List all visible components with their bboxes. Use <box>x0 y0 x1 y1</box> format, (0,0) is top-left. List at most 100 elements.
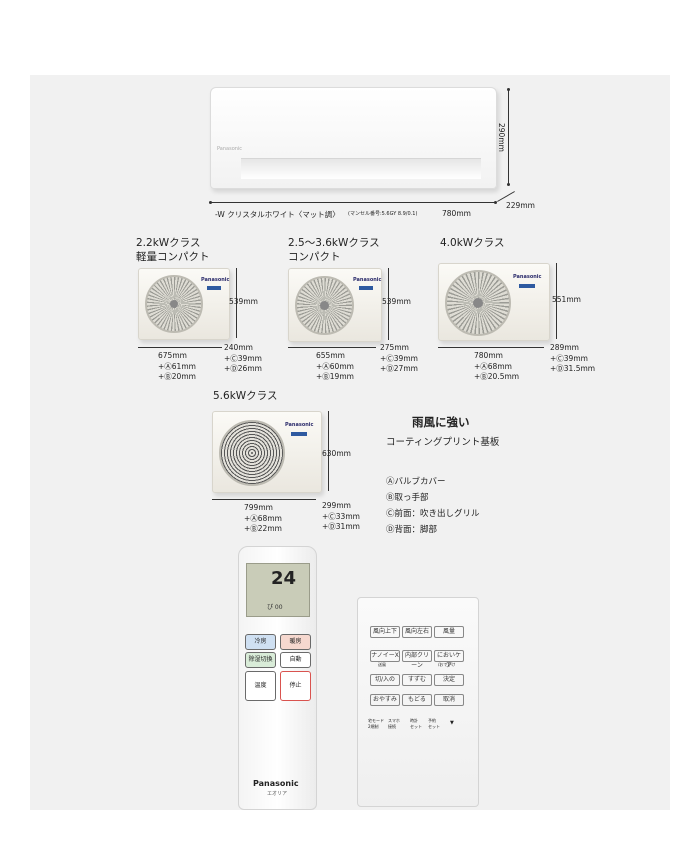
inner-button-1[interactable]: 風向上下 <box>370 626 400 638</box>
cool-button[interactable]: 冷房 <box>245 634 276 650</box>
unit3-height: 551mm <box>552 295 581 304</box>
unit2-badge <box>359 286 373 290</box>
fan-icon <box>445 270 511 336</box>
inner-button-12[interactable]: 取消 <box>434 694 464 706</box>
inner-label-2: /おでかけ <box>438 662 456 667</box>
unit4-height-line <box>328 411 329 491</box>
inner-button-2[interactable]: 風向左右 <box>402 626 432 638</box>
inner-label-1: 送風 <box>378 662 386 667</box>
unit3-add-d: +Ⓓ31.5mm <box>550 364 596 373</box>
inner-button-3[interactable]: 風量 <box>434 626 464 638</box>
dim-end-dot <box>507 88 510 91</box>
inner-label-7: 2規制 <box>368 724 379 729</box>
feature-subtitle: コーティングプリント基板 <box>386 437 500 448</box>
legend-item-d: Ⓓ背面：脚部 <box>386 525 438 535</box>
unit3-add-c: +Ⓒ39mm <box>550 354 588 363</box>
unit3-badge <box>519 284 535 288</box>
unit1-subtitle: 軽量コンパクト <box>136 251 210 263</box>
inner-button-10[interactable]: おやすみ <box>370 694 400 706</box>
unit2-class-label: 2.5〜3.6kWクラス <box>288 237 380 249</box>
dehumidify-button[interactable]: 除湿切換 <box>245 652 276 668</box>
unit1-class-label: 2.2kWクラス <box>136 237 201 249</box>
unit2-width: 655mm <box>316 351 345 360</box>
inner-button-4[interactable]: ナノイーX <box>370 650 400 662</box>
unit4-add-c: +Ⓒ33mm <box>322 512 360 521</box>
unit2-depth: 275mm <box>380 343 409 352</box>
dim-end-dot <box>209 201 212 204</box>
unit3-width: 780mm <box>474 351 503 360</box>
remote-brand: Panasonic <box>253 779 299 788</box>
outdoor-unit-3: Panasonic <box>438 263 550 341</box>
unit4-badge <box>291 432 307 436</box>
stop-button[interactable]: 停止 <box>280 671 311 701</box>
inner-label-6: 予約 <box>428 718 436 723</box>
unit2-subtitle: コンパクト <box>288 251 341 263</box>
unit1-add-d: +Ⓓ26mm <box>224 364 262 373</box>
unit2-width-line <box>288 347 376 348</box>
unit1-height-line <box>236 268 237 338</box>
unit3-depth: 289mm <box>550 343 579 352</box>
unit2-height: 539mm <box>382 297 411 306</box>
remote-lcd: 24 ぴ 00 <box>246 563 310 617</box>
unit1-add-b: +Ⓑ20mm <box>158 372 196 381</box>
content-panel: Panasonic 290mm 229mm -W クリスタルホワイト〈マット調〉… <box>30 75 670 810</box>
inner-arrow-icon: ▼ <box>450 720 454 726</box>
heat-button[interactable]: 暖房 <box>280 634 311 650</box>
unit4-depth: 299mm <box>322 501 351 510</box>
unit2-brand: Panasonic <box>353 277 382 283</box>
unit2-add-d: +Ⓓ27mm <box>380 364 418 373</box>
unit4-add-b: +Ⓑ22mm <box>244 524 282 533</box>
unit3-height-line <box>556 263 557 339</box>
inner-button-11[interactable]: もどる <box>402 694 432 706</box>
unit4-width: 799mm <box>244 503 273 512</box>
outdoor-unit-2: Panasonic <box>288 268 382 342</box>
unit1-badge <box>207 286 221 290</box>
dim-end-dot <box>507 183 510 186</box>
indoor-unit-logo: Panasonic <box>217 146 243 152</box>
indoor-width-label: 780mm <box>442 209 471 218</box>
legend-item-a: Ⓐバルブカバー <box>386 477 446 487</box>
inner-button-6[interactable]: においケア <box>434 650 464 669</box>
unit1-add-c: +Ⓒ39mm <box>224 354 262 363</box>
unit3-width-line <box>438 347 544 348</box>
inner-label-8: 接続 <box>388 724 396 729</box>
inner-button-8[interactable]: すずむ <box>402 674 432 686</box>
remote-inner-panel: 風向上下 風向左右 風量 ナノイーX 内部クリーン においケア 送風 /おでかけ… <box>357 597 479 807</box>
remote-lcd-temp: 24 <box>271 568 297 589</box>
inner-label-5: 時計 <box>410 718 418 723</box>
indoor-munsell-note: (マンセル番号:5.6GY 8.9/0.1) <box>348 211 418 217</box>
fan-grille-icon <box>219 420 285 486</box>
unit2-add-b: +Ⓑ19mm <box>316 372 354 381</box>
remote-sub-brand: エオリア <box>267 791 288 797</box>
unit2-height-line <box>388 268 389 340</box>
remote-lcd-small: ぴ 00 <box>267 604 283 611</box>
inner-button-5[interactable]: 内部クリーン <box>402 650 432 669</box>
inner-label-3: 宅モード <box>368 718 384 723</box>
unit1-depth: 240mm <box>224 343 253 352</box>
indoor-unit-vent <box>241 158 481 179</box>
unit4-add-a: +Ⓐ68mm <box>244 514 282 523</box>
fan-icon <box>295 276 354 335</box>
temp-button[interactable]: 温度 <box>245 671 276 701</box>
outdoor-unit-4: Panasonic <box>212 411 322 493</box>
inner-button-9[interactable]: 決定 <box>434 674 464 686</box>
indoor-height-label: 290mm <box>497 123 506 152</box>
unit4-width-line <box>212 499 316 500</box>
auto-button[interactable]: 自動 <box>280 652 311 668</box>
unit1-width-line <box>138 347 222 348</box>
inner-button-7[interactable]: 切/入の <box>370 674 400 686</box>
unit4-height: 630mm <box>322 449 351 458</box>
unit3-add-a: +Ⓐ68mm <box>474 362 512 371</box>
unit3-class-label: 4.0kWクラス <box>440 237 505 249</box>
unit1-width: 675mm <box>158 351 187 360</box>
feature-title: 雨風に強い <box>412 415 470 429</box>
outdoor-unit-1: Panasonic <box>138 268 230 340</box>
unit2-add-a: +Ⓐ60mm <box>316 362 354 371</box>
indoor-depth-label: 229mm <box>506 201 535 210</box>
unit1-brand: Panasonic <box>201 277 230 283</box>
dim-end-dot <box>494 201 497 204</box>
unit4-brand: Panasonic <box>285 422 314 428</box>
indoor-width-line <box>210 202 495 203</box>
legend-item-c: Ⓒ前面：吹き出しグリル <box>386 509 480 519</box>
unit3-brand: Panasonic <box>513 274 542 280</box>
